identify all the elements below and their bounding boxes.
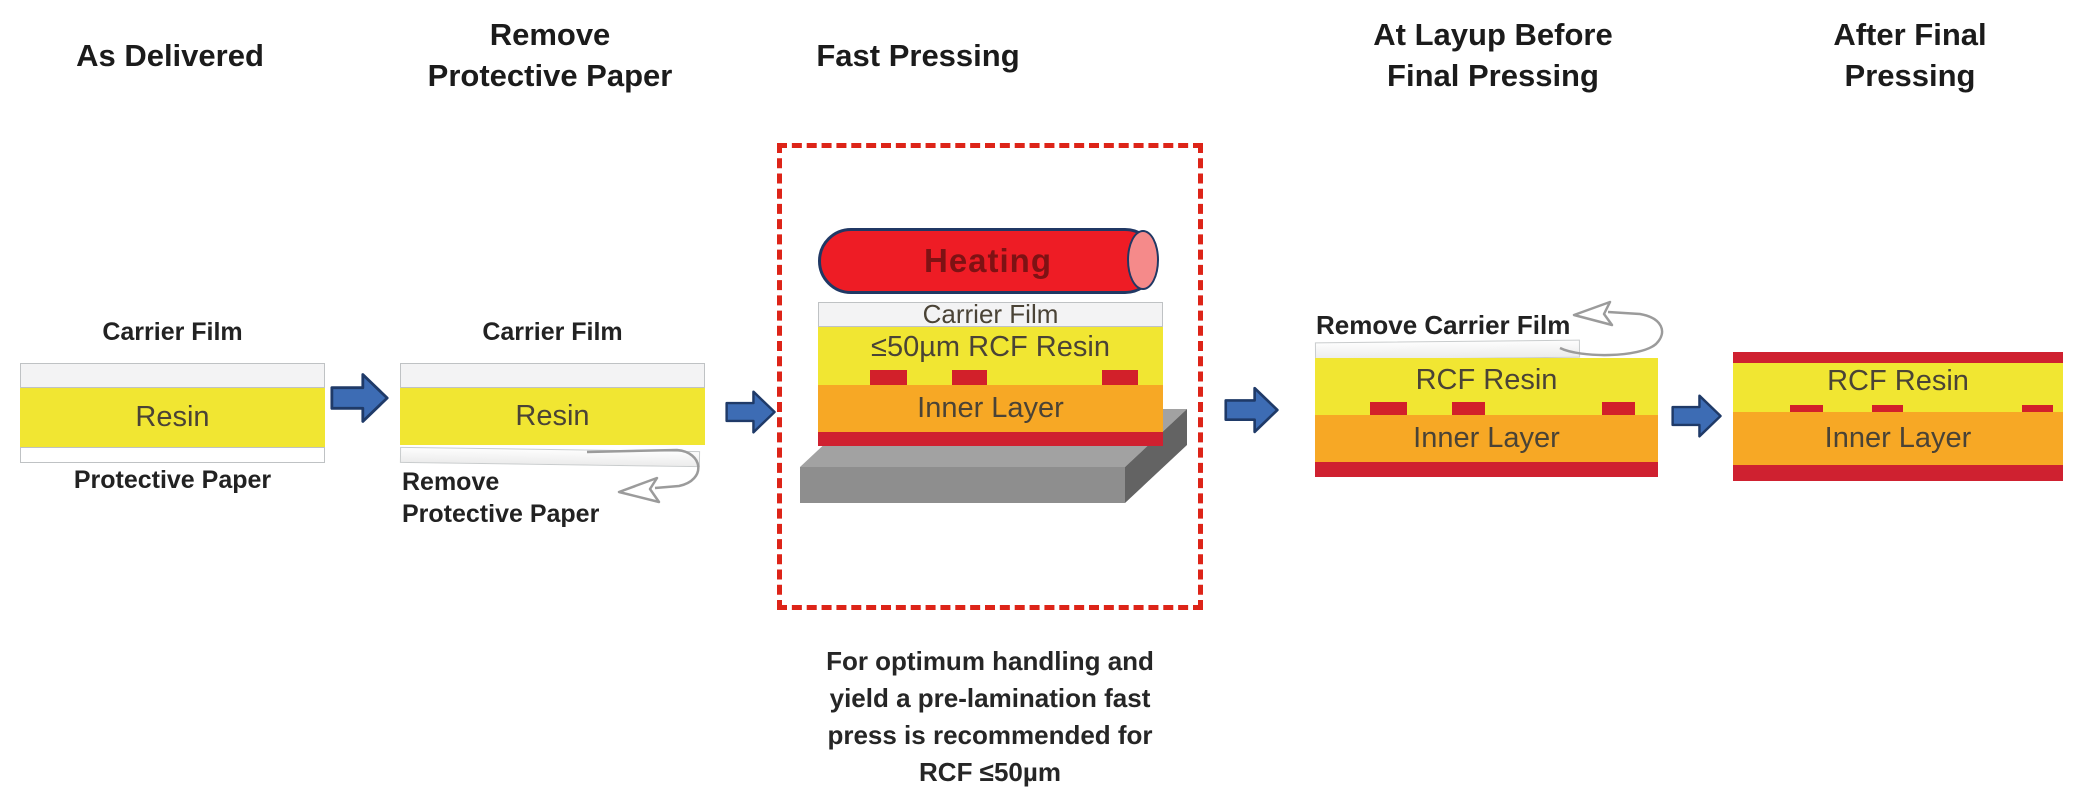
fast-pressing-caption: For optimum handling and yield a pre-lam… <box>826 646 1154 787</box>
stage1-protective-paper-layer <box>20 447 325 463</box>
heating-label: Heating <box>923 242 1052 279</box>
stage2-resin-label: Resin <box>515 400 590 432</box>
stage3-carrier-film-layer: Carrier Film <box>818 299 1163 329</box>
peel-arrow-icon <box>1559 300 1664 357</box>
stage4-inner-layer-label: Inner Layer <box>1413 422 1560 454</box>
stage-title-at-layup: At Layup Before Final Pressing <box>1373 17 1613 93</box>
stage1-resin-label: Resin <box>135 401 210 433</box>
stage1-carrier-film-label: Carrier Film <box>102 318 243 346</box>
stage2-remove-paper-label: Remove Protective Paper <box>402 468 600 528</box>
copper-pad <box>1452 402 1485 419</box>
stage3-copper-band <box>818 432 1163 446</box>
stage1-protective-paper-label: Protective Paper <box>73 466 272 494</box>
copper-pad <box>952 370 987 386</box>
heating-roller: Heating <box>818 228 1159 294</box>
stage4-remove-carrier-label: Remove Carrier Film <box>1316 310 1571 340</box>
peel-arrow-icon <box>586 448 700 504</box>
stage1-carrier-film-layer <box>20 363 325 388</box>
stage3-rcf-resin-label: ≤50µm RCF Resin <box>871 331 1110 363</box>
stage2-carrier-film-layer <box>400 363 705 388</box>
copper-pad <box>1370 402 1407 419</box>
copper-pad <box>870 370 907 386</box>
stage-title-after-final-pressing: After Final Pressing <box>1833 17 1987 93</box>
stage3-carrier-film-label: Carrier Film <box>922 299 1059 329</box>
stage-title-remove-protective-paper: Remove Protective Paper <box>427 17 673 93</box>
copper-pad <box>1102 370 1138 386</box>
fast-pressing-dashed-box <box>777 143 1203 610</box>
stage5-copper-band-top <box>1733 352 2063 363</box>
stage4-copper-band <box>1315 462 1658 477</box>
stage-title-fast-pressing: Fast Pressing <box>816 37 1020 73</box>
flow-arrow-icon <box>1671 394 1722 438</box>
stage3-inner-layer-label: Inner Layer <box>917 392 1064 424</box>
stage5-rcf-resin-layer: RCF Resin <box>1733 363 2063 412</box>
stage-title-as-delivered: As Delivered <box>76 37 264 73</box>
stage2-resin-layer: Resin <box>400 388 705 445</box>
stage4-rcf-resin-label: RCF Resin <box>1415 364 1558 396</box>
stage4-inner-layer: Inner Layer <box>1315 415 1658 462</box>
stage3-inner-layer: Inner Layer <box>818 385 1163 432</box>
stage3-rcf-resin-layer: ≤50µm RCF Resin <box>818 327 1163 385</box>
stage5-rcf-resin-label: RCF Resin <box>1827 365 1969 397</box>
stage5-copper-band-bottom <box>1733 465 2063 481</box>
heating-roller-end-cap <box>1127 230 1159 290</box>
stage5-inner-layer-label: Inner Layer <box>1824 422 1972 454</box>
flow-arrow-icon <box>725 390 776 434</box>
stage2-carrier-film-label: Carrier Film <box>482 318 623 346</box>
stage1-resin-layer: Resin <box>20 388 325 447</box>
flow-arrow-icon <box>330 373 389 423</box>
flow-arrow-icon <box>1224 386 1279 434</box>
stage5-inner-layer: Inner Layer <box>1733 412 2063 465</box>
copper-pad <box>1602 402 1635 419</box>
